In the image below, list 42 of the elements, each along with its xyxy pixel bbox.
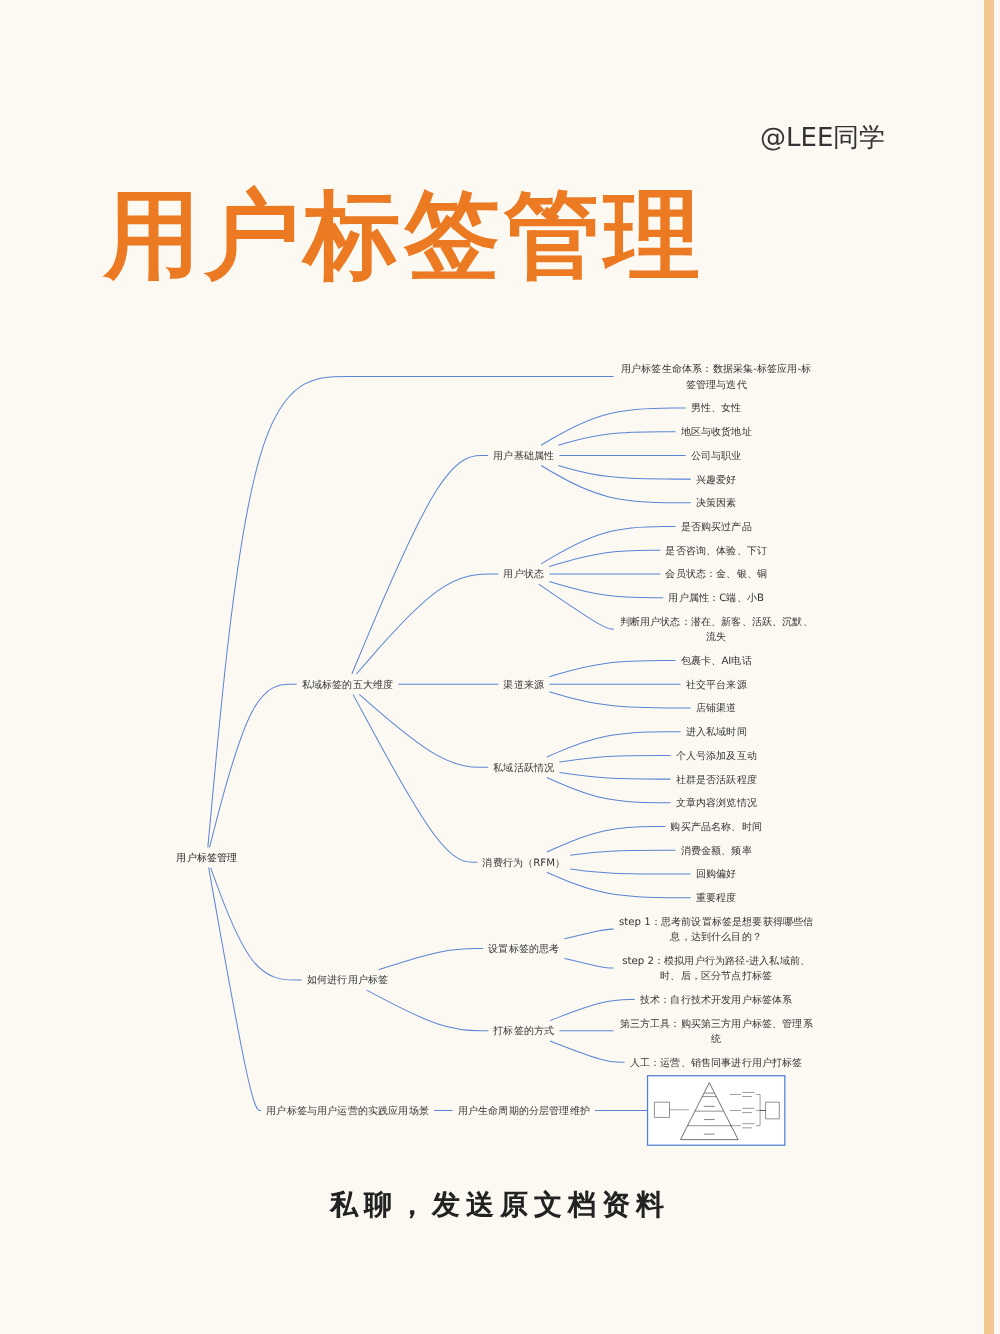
connector xyxy=(558,1030,615,1032)
connector xyxy=(548,549,661,568)
connector xyxy=(564,928,615,940)
connector xyxy=(433,1109,454,1111)
connector xyxy=(546,871,692,899)
connector xyxy=(548,683,682,685)
connector xyxy=(358,693,489,768)
connector xyxy=(540,465,692,504)
connector xyxy=(557,431,676,446)
connector xyxy=(546,731,682,758)
caption: 私聊，发送原文档资料 xyxy=(327,1188,672,1224)
connector xyxy=(564,957,615,969)
connector xyxy=(569,868,692,875)
connector xyxy=(594,1109,649,1111)
connector xyxy=(378,948,484,971)
connector xyxy=(366,989,489,1032)
connector xyxy=(549,1040,626,1063)
connector xyxy=(558,454,687,456)
connector xyxy=(557,465,692,480)
connector xyxy=(548,659,677,678)
connector xyxy=(546,776,671,804)
connector xyxy=(352,693,478,863)
connector xyxy=(548,573,661,575)
connector xyxy=(351,454,489,675)
connector xyxy=(210,867,303,981)
author-handle: @LEE同学 xyxy=(760,122,886,156)
connector xyxy=(558,772,671,780)
connector xyxy=(549,998,636,1022)
connector xyxy=(397,683,499,685)
connector xyxy=(569,849,676,856)
connector xyxy=(538,583,615,630)
connector xyxy=(540,407,687,446)
connector xyxy=(558,754,671,763)
title: 用户标签管理 xyxy=(104,178,704,296)
connector xyxy=(540,526,676,565)
connector xyxy=(548,581,664,599)
connector xyxy=(207,376,615,848)
connector xyxy=(548,691,692,709)
connector xyxy=(355,573,499,675)
connector xyxy=(546,826,666,853)
connector xyxy=(209,683,298,848)
connector xyxy=(208,867,262,1111)
